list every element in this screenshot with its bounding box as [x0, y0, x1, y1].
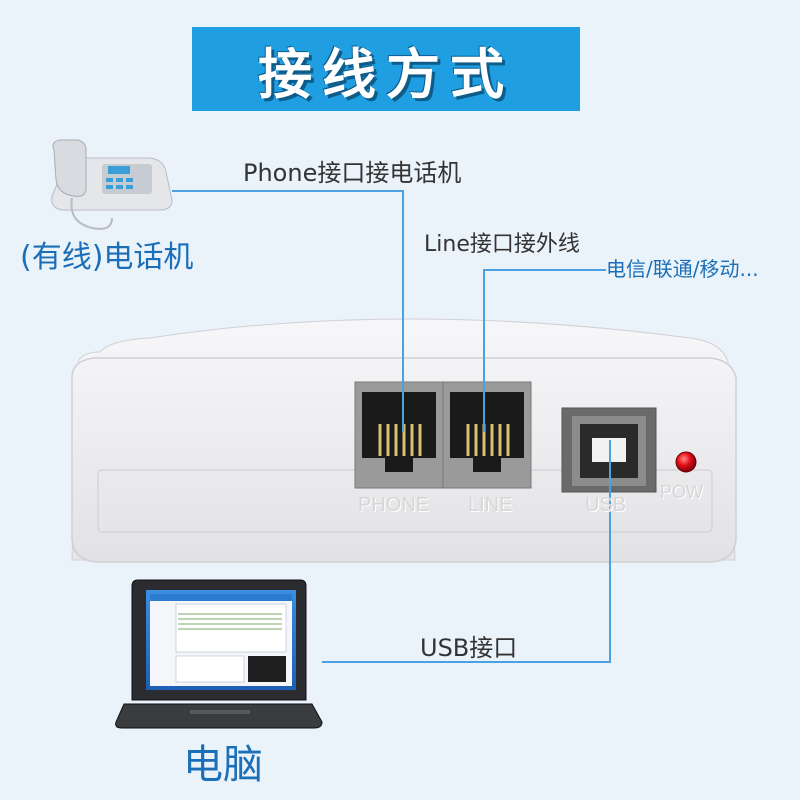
device-label-usb: USB: [585, 494, 627, 516]
connector-lines: [172, 190, 611, 663]
desk-phone-icon: [51, 139, 173, 230]
carrier-label: 电信/联通/移动...: [606, 257, 759, 281]
device-label-power: POW: [660, 482, 703, 502]
computer-label: 电脑: [183, 742, 263, 788]
phone-jack: [354, 381, 444, 489]
device-label-phone: PHONE: [358, 494, 430, 516]
usb-voice-box: [71, 318, 737, 563]
phone-port-label: Phone接口接电话机: [243, 159, 462, 187]
line-port-label: Line接口接外线: [424, 232, 580, 257]
title-banner: 接线方式: [192, 27, 580, 111]
device-label-line: LINE: [468, 494, 513, 516]
usb-port-label: USB接口: [420, 634, 518, 662]
page-title: 接线方式: [258, 42, 514, 106]
laptop-icon: [115, 579, 323, 729]
power-led: [675, 451, 697, 473]
line-jack: [442, 381, 532, 489]
telephone-label: (有线)电话机: [20, 240, 194, 275]
